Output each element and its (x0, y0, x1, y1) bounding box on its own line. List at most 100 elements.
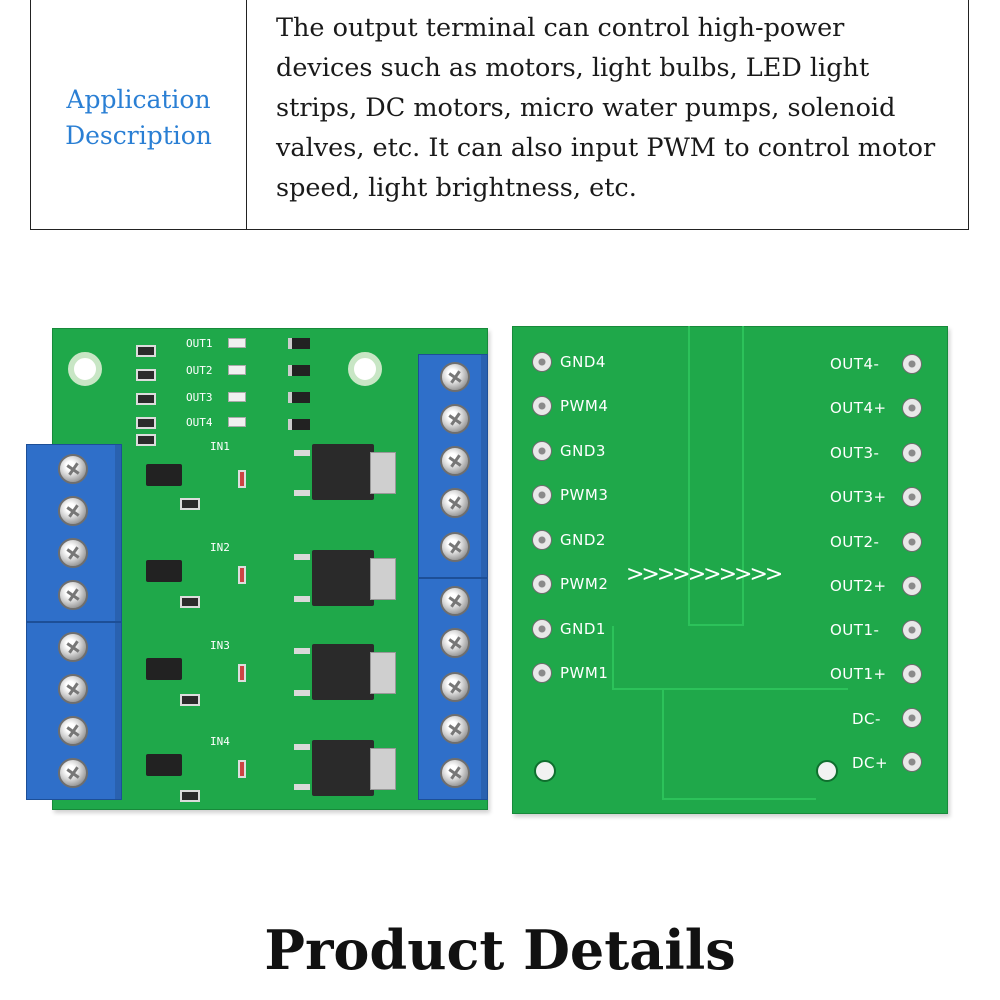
mosfet-pin (294, 690, 310, 696)
in3-silk-label: IN3 (210, 639, 230, 652)
solder-pad (902, 487, 922, 507)
out4-minus-label: OUT4- (830, 355, 880, 373)
resistor (238, 664, 246, 682)
terminal-screw (440, 758, 470, 788)
in1-silk-label: IN1 (210, 440, 230, 453)
terminal-screw (440, 532, 470, 562)
solder-pad (902, 752, 922, 772)
mosfet-pin (294, 784, 310, 790)
description-label-cell: Application Description (31, 0, 247, 229)
direction-arrows: >>>>>>>>>> (626, 562, 783, 587)
solder-pad (532, 485, 552, 505)
mosfet (312, 550, 374, 606)
mounting-hole (816, 760, 838, 782)
mounting-hole (68, 352, 102, 386)
status-led (228, 338, 246, 348)
terminal-screw (58, 674, 88, 704)
smd-resistor (136, 345, 156, 357)
pcb-trace (688, 326, 744, 626)
description-label-line1: Application (66, 84, 211, 114)
mounting-hole (348, 352, 382, 386)
terminal-screw (440, 586, 470, 616)
resistor (238, 760, 246, 778)
terminal-screw (440, 672, 470, 702)
mosfet-pin (294, 450, 310, 456)
terminal-screw (440, 628, 470, 658)
solder-pad (532, 441, 552, 461)
diode (288, 338, 310, 349)
smd-resistor (136, 417, 156, 429)
dc-plus-label: DC+ (852, 754, 889, 772)
terminal-screw (440, 362, 470, 392)
optocoupler-ic (146, 754, 182, 776)
gnd1-label: GND1 (560, 620, 606, 638)
pwm4-label: PWM4 (560, 397, 609, 415)
status-led (228, 392, 246, 402)
solder-pad (902, 532, 922, 552)
product-details-heading: Product Details (264, 918, 736, 982)
status-led (228, 417, 246, 427)
front-board-image: OUT1 OUT2 OUT3 OUT4 IN1 IN2 IN3 IN4 (26, 328, 488, 810)
smd-resistor (136, 393, 156, 405)
terminal-screw (58, 538, 88, 568)
optocoupler-ic (146, 560, 182, 582)
out2-silk-label: OUT2 (186, 364, 213, 377)
terminal-screw (440, 488, 470, 518)
diode (288, 392, 310, 403)
terminal-screw (58, 632, 88, 662)
mounting-hole (534, 760, 556, 782)
pwm2-label: PWM2 (560, 575, 609, 593)
smd-resistor (180, 694, 200, 706)
gnd3-label: GND3 (560, 442, 606, 460)
solder-pad (532, 663, 552, 683)
mosfet-tab (370, 748, 396, 790)
mosfet (312, 644, 374, 700)
mosfet (312, 740, 374, 796)
solder-pad (902, 576, 922, 596)
terminal-screw (58, 716, 88, 746)
mosfet-tab (370, 652, 396, 694)
optocoupler-ic (146, 464, 182, 486)
back-board-image (512, 326, 948, 814)
diode (288, 419, 310, 430)
mosfet-pin (294, 596, 310, 602)
resistor (238, 566, 246, 584)
terminal-screw (58, 758, 88, 788)
solder-pad (902, 398, 922, 418)
out3-silk-label: OUT3 (186, 391, 213, 404)
in2-silk-label: IN2 (210, 541, 230, 554)
out4-silk-label: OUT4 (186, 416, 213, 429)
resistor (238, 470, 246, 488)
terminal-screw (440, 404, 470, 434)
solder-pad (532, 530, 552, 550)
in4-silk-label: IN4 (210, 735, 230, 748)
terminal-screw (58, 454, 88, 484)
solder-pad (902, 708, 922, 728)
status-led (228, 365, 246, 375)
solder-pad (902, 620, 922, 640)
gnd4-label: GND4 (560, 353, 606, 371)
mosfet-pin (294, 744, 310, 750)
solder-pad (902, 354, 922, 374)
pcb-trace (662, 690, 816, 800)
terminal-screw (58, 580, 88, 610)
solder-pad (902, 443, 922, 463)
smd-resistor (136, 369, 156, 381)
out4-plus-label: OUT4+ (830, 399, 887, 417)
smd-resistor (180, 596, 200, 608)
mosfet (312, 444, 374, 500)
pwm3-label: PWM3 (560, 486, 609, 504)
diode (288, 365, 310, 376)
gnd2-label: GND2 (560, 531, 606, 549)
mosfet-pin (294, 554, 310, 560)
solder-pad (532, 352, 552, 372)
terminal-screw (440, 714, 470, 744)
pwm1-label: PWM1 (560, 664, 609, 682)
out2-minus-label: OUT2- (830, 533, 880, 551)
solder-pad (532, 396, 552, 416)
description-text: The output terminal can control high-pow… (276, 13, 936, 203)
terminal-screw (58, 496, 88, 526)
description-label-line2: Description (65, 120, 212, 150)
smd-resistor (180, 790, 200, 802)
dc-minus-label: DC- (852, 710, 881, 728)
